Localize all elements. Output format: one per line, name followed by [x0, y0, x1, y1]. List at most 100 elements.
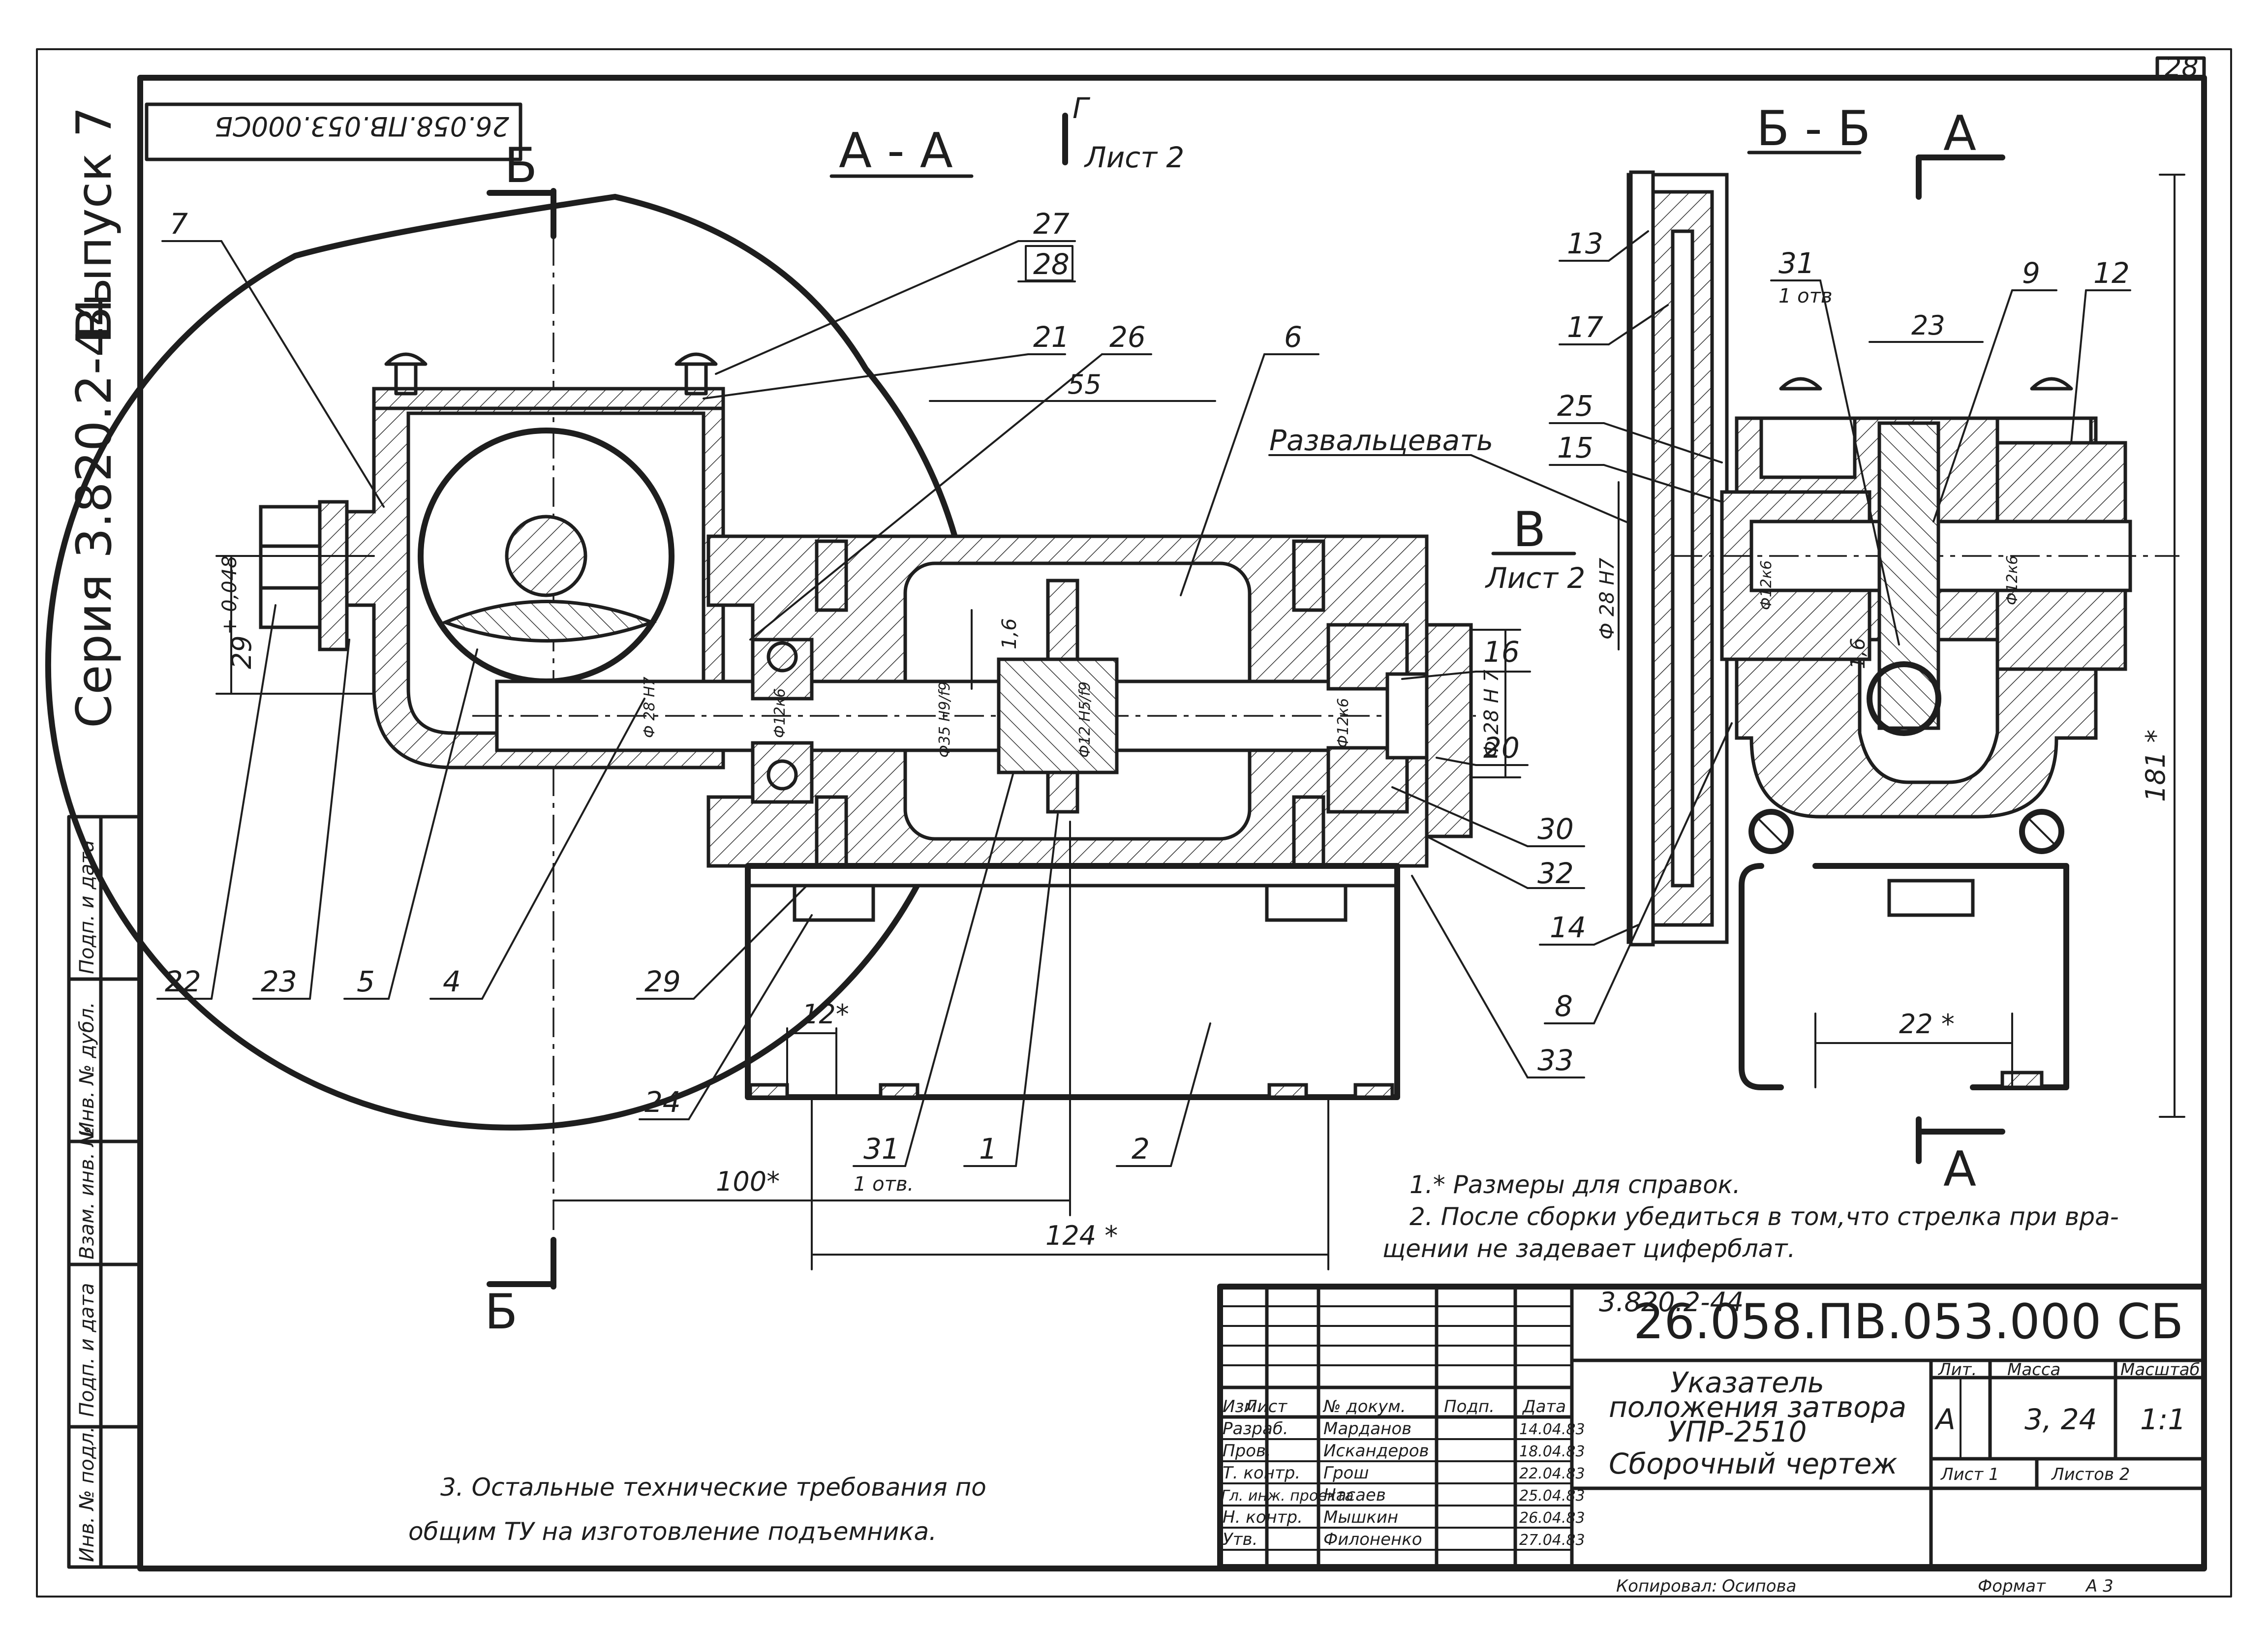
- mark-v: В: [1513, 502, 1546, 558]
- stamp-vzam-inv: Взам. инв. №: [76, 1126, 98, 1260]
- callout-16: 16: [1483, 635, 1520, 669]
- fit-12k6-right: Ф12к6: [1335, 698, 1352, 748]
- tb-sheet: Лист 1: [1940, 1465, 1999, 1484]
- tb-name-1: Указатель: [1670, 1366, 1824, 1399]
- dim-124: 124 *: [1045, 1220, 1118, 1251]
- tb-h-izm: Изм.: [1223, 1397, 1262, 1416]
- callout-31-left: 31: [863, 1132, 900, 1166]
- fit-28h7-right: Ф 28 Н 7: [1480, 669, 1503, 758]
- callout-20: 20: [1483, 731, 1520, 765]
- callout-21: 21: [1033, 320, 1070, 354]
- hole-note-right: 1 отв: [1778, 285, 1833, 308]
- roll-note: Развальцевать: [1269, 424, 1493, 457]
- tb-format-label: Формат: [1978, 1576, 2046, 1596]
- page-number: 28: [2165, 52, 2199, 83]
- tube-body: [472, 534, 1476, 1100]
- callout-8: 8: [1555, 989, 1573, 1023]
- dim-16-right: 1,6: [1847, 638, 1870, 669]
- note-3b: общим ТУ на изготовление подъемника.: [408, 1517, 937, 1546]
- tb-h-date: Дата: [1522, 1397, 1566, 1416]
- callout-7: 7: [170, 207, 188, 241]
- dim-29-tol: + 0,048: [218, 555, 241, 635]
- callout-30: 30: [1537, 812, 1574, 846]
- note-1: 1.* Размеры для справок.: [1410, 1170, 1741, 1199]
- tb-name-1: Искандеров: [1323, 1441, 1429, 1461]
- callout-leaders-right: [1539, 230, 2131, 1024]
- fit-12k6-left: Ф12к6: [771, 688, 789, 738]
- title-block: 3.820.2-44 26.058.ПВ.053.000 СБ Указател…: [1217, 1284, 2207, 1596]
- callout-12: 12: [2093, 256, 2130, 290]
- mark-b-bottom: Б: [485, 1284, 518, 1340]
- dimensions-right: 23 22 * 181 * Ф 28 Н7 Ф12к6 Ф12к6 1,6: [1596, 174, 2185, 1118]
- callout-14: 14: [1550, 911, 1586, 944]
- tb-mass-label: Масса: [2007, 1360, 2060, 1380]
- stamp-inv-podl: Инв. № подл.: [76, 1426, 98, 1562]
- tb-name-2: положения затвора: [1609, 1390, 1906, 1424]
- callout-numbers-left: 7 27 28 21 26 6 22 23 5 4 29 24 31 1 отв…: [165, 207, 1574, 1196]
- tb-date-0: 14.04.83: [1519, 1421, 1585, 1438]
- dial-plate: [1626, 170, 1729, 947]
- tb-lit-label: Лит.: [1937, 1360, 1977, 1380]
- dim-100: 100*: [716, 1166, 780, 1197]
- callout-28: 28: [1033, 247, 1070, 281]
- tb-name-4: Мышкин: [1323, 1507, 1398, 1527]
- dim-55: 55: [1068, 369, 1102, 400]
- callout-9: 9: [2022, 256, 2040, 290]
- tb-role-0: Разраб.: [1223, 1419, 1288, 1439]
- mark-a-bottom: А: [1943, 1141, 1976, 1198]
- tb-series: 3.820.2-44: [1599, 1287, 1744, 1318]
- tb-name-3: УПР-2510: [1668, 1415, 1807, 1448]
- callout-17: 17: [1567, 310, 1603, 344]
- roll-note-group: Развальцевать В Лист 2: [1268, 424, 1684, 595]
- mark-b-top: Б: [504, 138, 537, 194]
- tb-date-5: 27.04.83: [1519, 1532, 1585, 1549]
- section-bb-title: Б - Б А А: [1747, 101, 2005, 1198]
- tb-role-4: Н. контр.: [1223, 1507, 1303, 1527]
- callout-4: 4: [443, 965, 461, 998]
- fit-35: Ф35 Н9/f9: [936, 681, 953, 758]
- tb-name-5: Филоненко: [1323, 1530, 1422, 1549]
- callout-27: 27: [1033, 207, 1070, 241]
- fit-12k6-bb-right: Ф12к6: [2004, 555, 2021, 605]
- tb-mass-value: 3, 24: [2024, 1403, 2097, 1436]
- tb-name-2: Грош: [1323, 1463, 1369, 1483]
- callout-22: 22: [165, 965, 201, 998]
- tb-h-list: Лист: [1244, 1397, 1287, 1416]
- sheet-ref-v: Лист 2: [1485, 561, 1585, 595]
- tb-role-3: Гл. инж. проекта: [1221, 1487, 1354, 1505]
- dim-29: 29: [226, 635, 257, 669]
- right-gear-housing: [1673, 377, 2179, 1090]
- callout-13: 13: [1567, 227, 1603, 260]
- tb-h-sign: Подп.: [1444, 1397, 1495, 1416]
- tb-date-4: 26.04.83: [1519, 1509, 1585, 1527]
- fit-12h5: Ф12 Н5/f9: [1076, 681, 1094, 758]
- dim-23: 23: [1911, 310, 1945, 341]
- tb-copied-label: Копировал:: [1616, 1576, 1717, 1596]
- notes: 1.* Размеры для справок. 2. После сборки…: [408, 1170, 2119, 1546]
- hole-note-left: 1 отв.: [854, 1173, 914, 1196]
- tb-scale-label: Масштаб: [2120, 1360, 2200, 1380]
- mark-a-top: А: [1943, 106, 1976, 162]
- callout-5: 5: [357, 965, 375, 998]
- stamp-inv-dubl: Инв. № дубл.: [76, 1002, 98, 1137]
- dimensions-left: 55 29 + 0,048 Ф 28 Н7 Ф12к6 Ф35 Н9/f9 Ф1…: [215, 369, 1521, 1270]
- tb-lit-value: А: [1934, 1403, 1956, 1436]
- upside-down-code-box: 26.058.ПВ.053.000СБ: [145, 102, 522, 161]
- fit-28h7-left: Ф 28 Н7: [641, 677, 658, 738]
- callout-23: 23: [261, 965, 297, 998]
- tb-sheets: Листов 2: [2051, 1465, 2130, 1484]
- tb-h-doc: № докум.: [1322, 1397, 1406, 1416]
- issue-text: Выпуск 7: [66, 107, 123, 339]
- fit-12k6-bb-left: Ф12к6: [1758, 560, 1775, 610]
- note-2b: щении не задевает циферблат.: [1382, 1234, 1795, 1263]
- stamp-sign-date-2: Подп. и дата: [76, 840, 98, 974]
- callout-15: 15: [1557, 431, 1594, 464]
- fit-28h7-bb: Ф 28 Н7: [1596, 557, 1619, 640]
- callout-26: 26: [1109, 320, 1146, 354]
- section-bb-label: Б - Б: [1756, 101, 1870, 157]
- callout-24: 24: [644, 1085, 681, 1119]
- dim-16-left: 1,6: [998, 618, 1021, 649]
- sheet-ref-g: Лист 2: [1084, 141, 1184, 174]
- dim-22: 22 *: [1899, 1009, 1955, 1040]
- gear-housing: [259, 352, 725, 769]
